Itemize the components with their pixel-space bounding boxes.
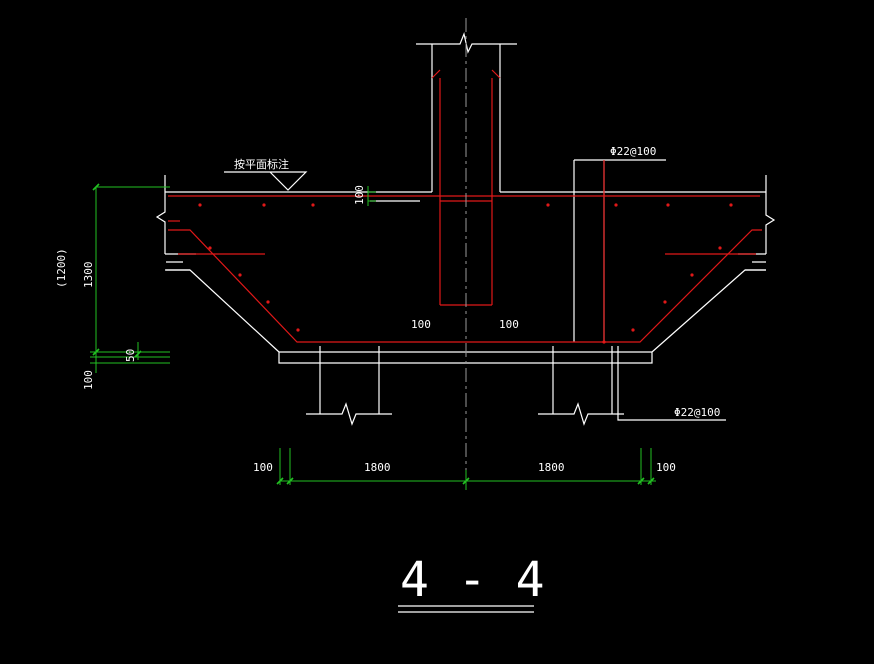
dim-50: 50 <box>124 349 137 362</box>
dim-bot-mid-right: 1800 <box>538 461 565 474</box>
title-underline <box>398 605 534 613</box>
level-note: 按平面标注 <box>234 157 289 171</box>
dim-bot-left: 100 <box>253 461 273 474</box>
rebar <box>168 69 762 344</box>
dimension-ticks <box>92 183 655 485</box>
section-title: 4 - 4 <box>400 552 545 608</box>
dim-bot-right: 100 <box>656 461 676 474</box>
dim-height-total: 1300 <box>82 262 95 289</box>
dim-bot-mid-left: 1800 <box>364 461 391 474</box>
dim-col-left: 100 <box>411 318 431 331</box>
dim-100-bottom: 100 <box>82 370 95 390</box>
dim-slab-thickness: 100 <box>353 185 366 205</box>
rebar-top-label: Φ22@100 <box>610 145 656 158</box>
dim-col-right: 100 <box>499 318 519 331</box>
rebar-bottom-label: Φ22@100 <box>674 406 720 419</box>
dimension-lines <box>90 186 656 490</box>
dim-height-alt: (1200) <box>55 248 68 288</box>
